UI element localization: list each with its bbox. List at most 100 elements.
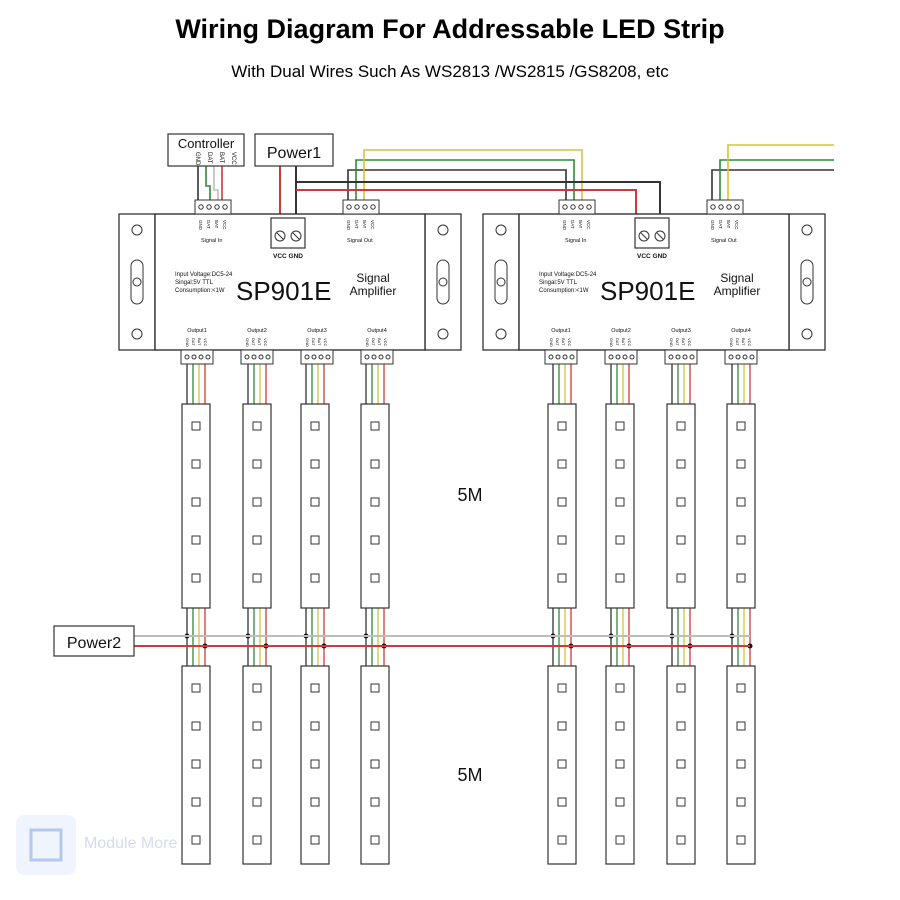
wires-layer: [134, 144, 834, 668]
output-pin-label: GND: [185, 338, 190, 347]
mounting-slot-hole-icon: [496, 277, 506, 287]
signal-out-pin-label: GND: [710, 220, 715, 231]
led-chip-icon: [615, 797, 625, 807]
led-chip-icon: [191, 683, 201, 693]
led-chip-icon: [252, 535, 262, 545]
led-chip-icon: [557, 721, 567, 731]
led-chip-icon: [310, 759, 320, 769]
led-chip-icon: [736, 573, 746, 583]
controller-pin-label: VCC: [230, 152, 236, 165]
output-label: Output4: [731, 328, 751, 334]
led-chip-icon: [557, 535, 567, 545]
output-connector: [300, 349, 334, 365]
watermark-chip-icon: [16, 815, 76, 875]
signal-in-pin-label: BAT: [578, 220, 583, 229]
led-chip-icon: [736, 835, 746, 845]
led-chip-icon: [191, 421, 201, 431]
led-chip-icon: [557, 497, 567, 507]
led-chip-icon: [252, 759, 262, 769]
output-pin-label: VCC: [203, 338, 208, 347]
wire: [363, 149, 583, 200]
output-pin-label: DAT: [675, 338, 680, 346]
spec-consumption: Consumption:<1W: [539, 288, 589, 294]
connector-pin-icon: [734, 204, 740, 210]
connector-pin-icon: [682, 354, 688, 360]
output-label: Output2: [247, 328, 267, 334]
wire: [205, 166, 211, 200]
led-chip-icon: [736, 721, 746, 731]
led-chip-icon: [736, 497, 746, 507]
led-chip-icon: [370, 759, 380, 769]
diagram-subtitle: With Dual Wires Such As WS2813 /WS2815 /…: [231, 62, 669, 81]
watermark-text: Module More: [84, 835, 177, 852]
screw-hole-icon: [131, 224, 143, 236]
connector-pin-icon: [318, 354, 324, 360]
led-chip-icon: [310, 497, 320, 507]
wire: [296, 189, 637, 218]
led-chip-icon: [310, 459, 320, 469]
screw-hole-icon: [495, 224, 507, 236]
signal-in-pin-label: DAT: [570, 220, 575, 229]
signal-in-label: Signal In: [201, 238, 222, 244]
wire: [355, 159, 575, 200]
led-chip-icon: [676, 573, 686, 583]
led-chip-icon: [252, 721, 262, 731]
led-strip-segment: [181, 403, 211, 609]
led-chip-icon: [615, 459, 625, 469]
power1: Power1: [254, 133, 334, 167]
led-chip-icon: [310, 573, 320, 583]
led-strip-segment: [360, 403, 390, 609]
led-chip-icon: [676, 759, 686, 769]
output-pin-label: GND: [669, 338, 674, 347]
signal-out-pin-label: BAT: [726, 220, 731, 229]
output-pin-label: DAT: [555, 338, 560, 346]
output-pin-label: BAT: [681, 338, 686, 346]
led-chip-icon: [676, 721, 686, 731]
led-chip-icon: [736, 535, 746, 545]
power2: Power2: [53, 625, 135, 657]
watermark-chip-icon-core: [29, 828, 63, 862]
led-chip-icon: [191, 759, 201, 769]
led-strip-segment: [666, 665, 696, 865]
amplifier-name-line2: Amplifier: [350, 284, 397, 298]
connector-pin-icon: [265, 354, 271, 360]
signal-in-pin-label: BAT: [214, 220, 219, 229]
led-chip-icon: [676, 497, 686, 507]
led-strip-segment: [242, 403, 272, 609]
connector-pin-icon: [222, 204, 228, 210]
led-chip-icon: [252, 573, 262, 583]
output-pin-label: DAT: [191, 338, 196, 346]
connector-pin-icon: [354, 204, 360, 210]
controller-pin-label: GND: [194, 152, 200, 166]
led-strip-segment: [605, 665, 635, 865]
led-strip-body: [547, 665, 577, 865]
connector-pin-icon: [362, 204, 368, 210]
led-chip-icon: [191, 573, 201, 583]
led-chip-icon: [191, 721, 201, 731]
output-pin-label: DAT: [371, 338, 376, 346]
output-pin-label: DAT: [735, 338, 740, 346]
output-label: Output4: [367, 328, 387, 334]
connector-pin-icon: [578, 204, 584, 210]
output-connector: [360, 349, 394, 365]
signal-out-pin-label: BAT: [362, 220, 367, 229]
signal-in-connector: [194, 199, 232, 215]
signal-out-pin-label: VCC: [734, 220, 739, 230]
output-pin-label: DAT: [251, 338, 256, 346]
led-strip-segment: [181, 665, 211, 865]
connector-pin-icon: [735, 354, 741, 360]
led-chip-icon: [557, 797, 567, 807]
output-pin-label: VCC: [263, 338, 268, 347]
led-chip-icon: [310, 535, 320, 545]
output-pin-label: BAT: [621, 338, 626, 346]
output-pin-label: BAT: [377, 338, 382, 346]
diagram-title: Wiring Diagram For Addressable LED Strip: [175, 14, 725, 44]
connector-pin-icon: [608, 354, 614, 360]
led-chip-icon: [615, 683, 625, 693]
output-label: Output3: [307, 328, 327, 334]
connector-pin-icon: [385, 354, 391, 360]
connector-pin-icon: [364, 354, 370, 360]
output-pin-label: GND: [245, 338, 250, 347]
